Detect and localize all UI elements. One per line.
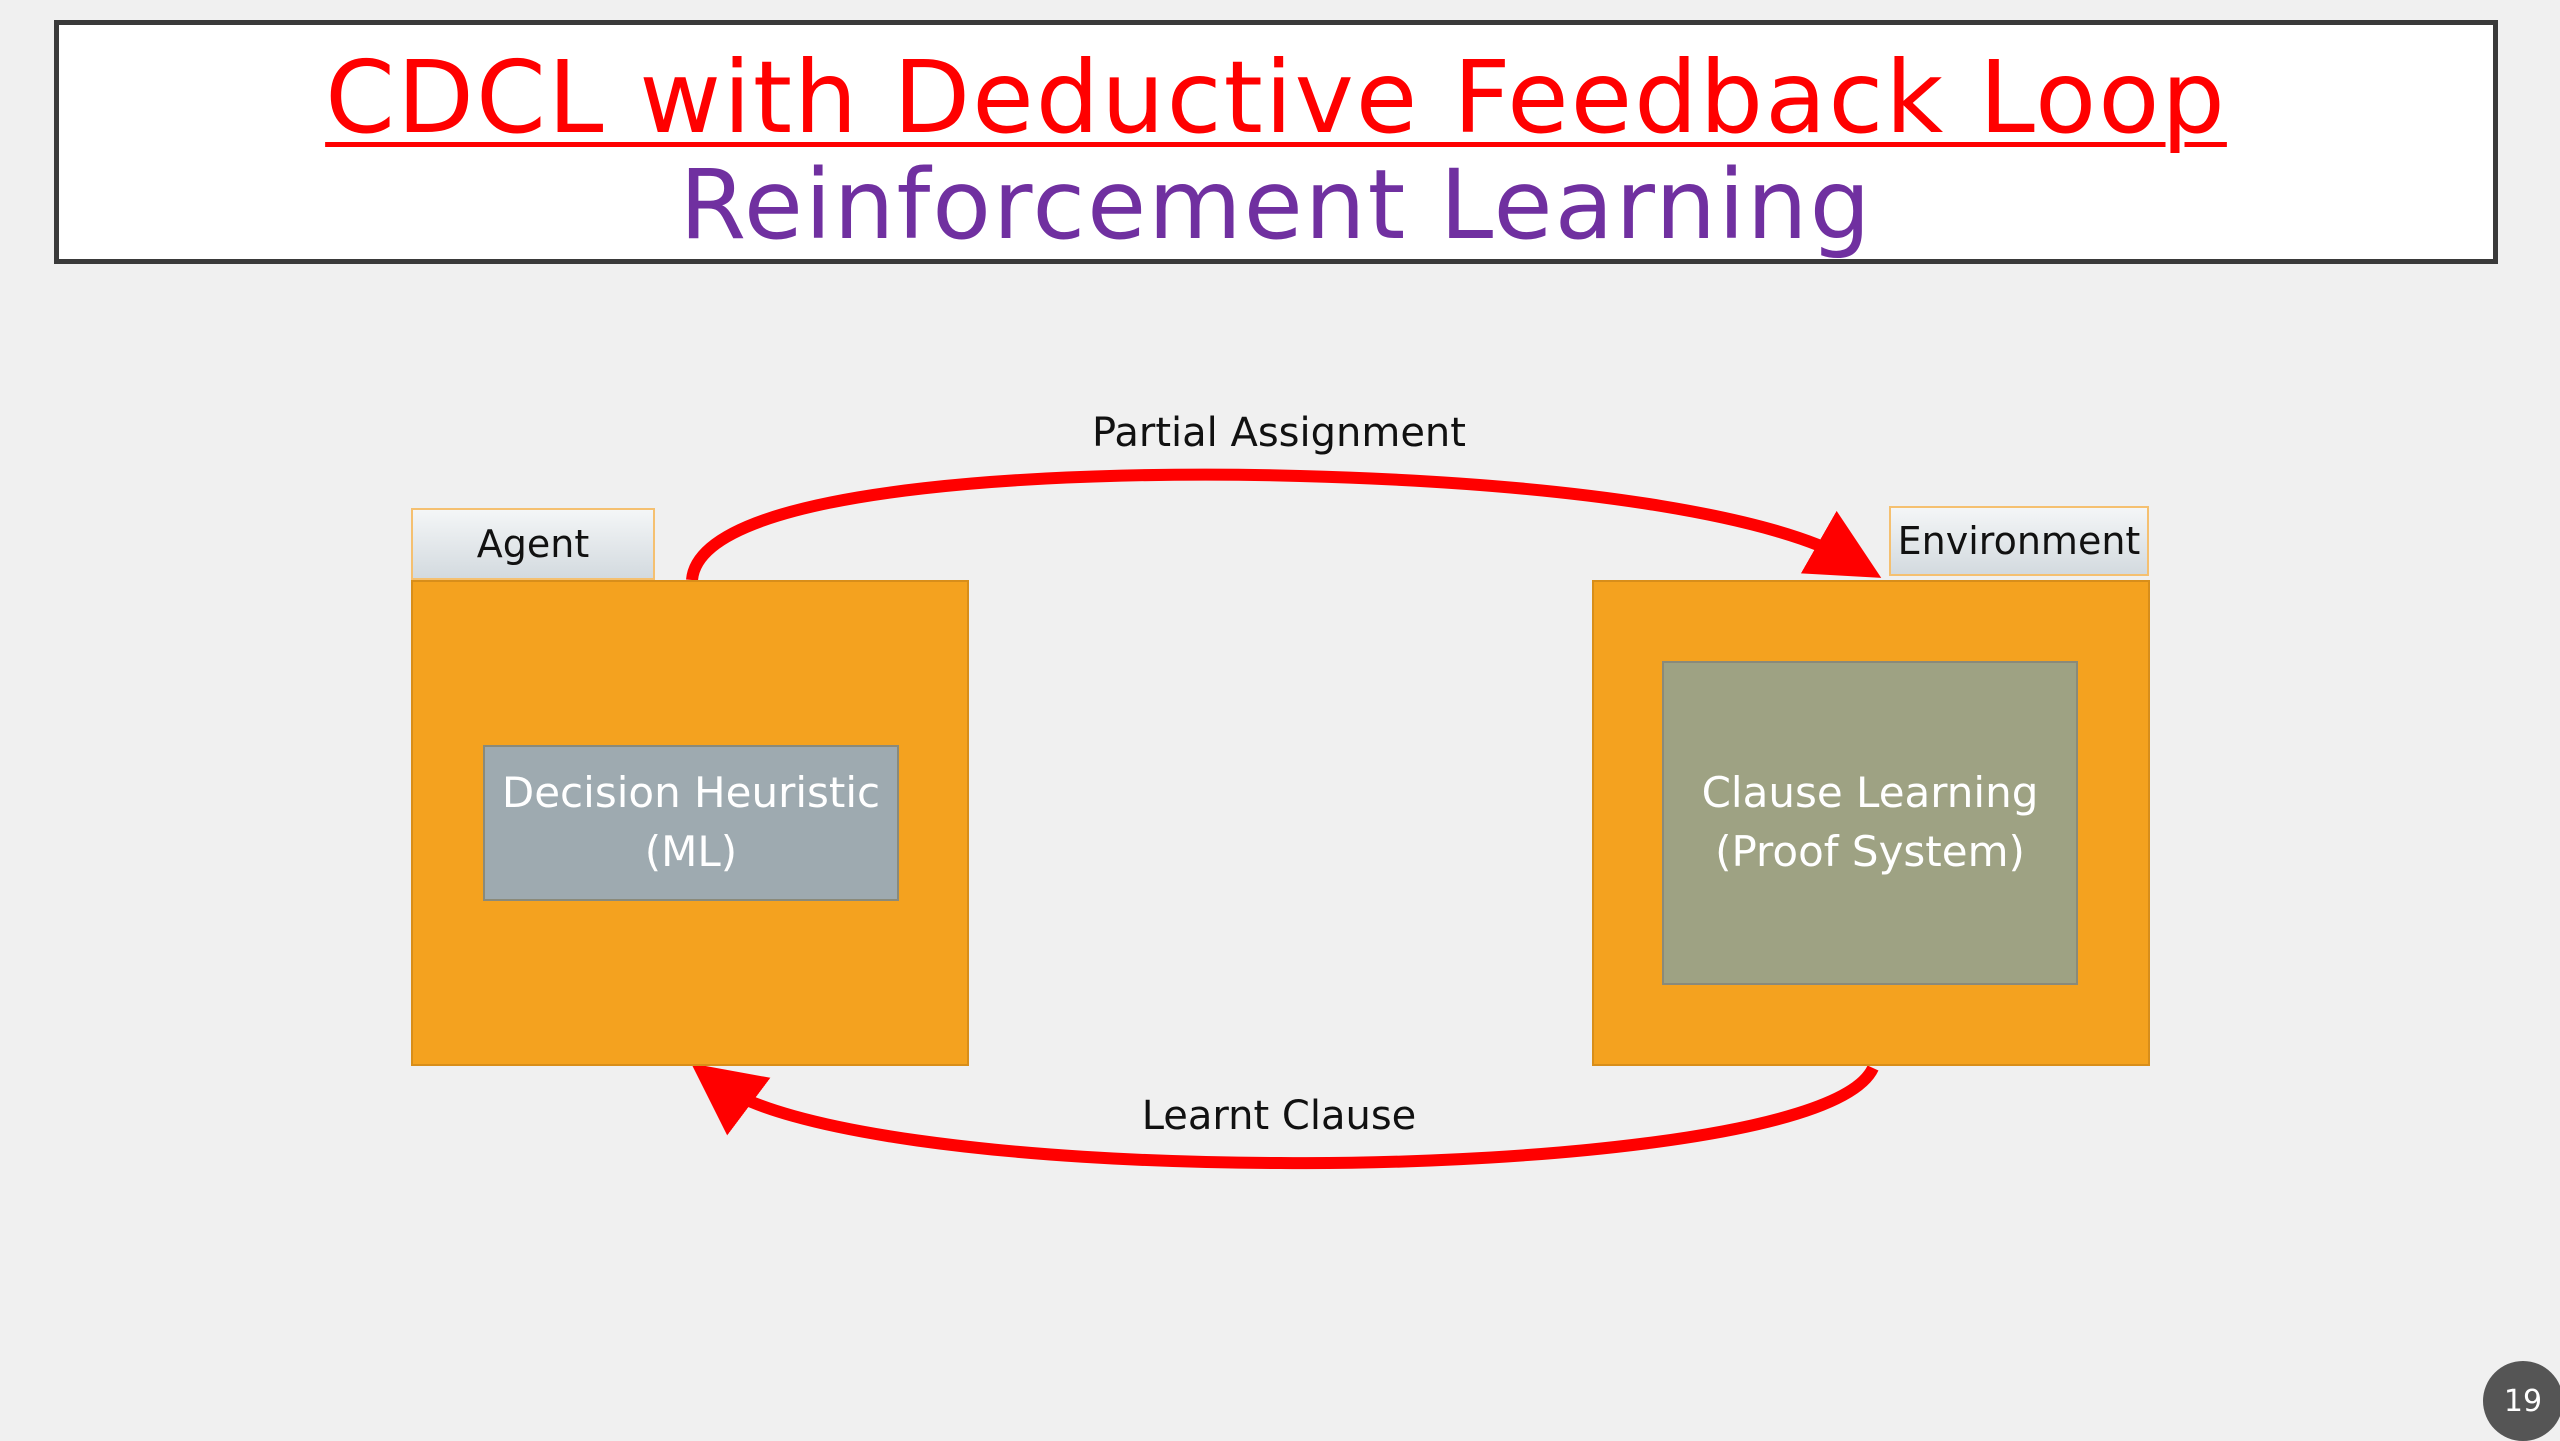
decision-heuristic-box: Decision Heuristic (ML)	[483, 745, 899, 901]
environment-tab: Environment	[1889, 506, 2149, 576]
slide-title: CDCL with Deductive Feedback Loop	[325, 39, 2227, 156]
learnt-clause-arrow	[691, 1063, 1879, 1170]
learnt-clause-label: Learnt Clause	[1141, 1093, 1417, 1139]
decision-heuristic-line1: Decision Heuristic	[501, 768, 881, 818]
decision-heuristic-line2: (ML)	[644, 827, 738, 876]
agent-tab: Agent	[411, 508, 655, 580]
slide-subtitle: Reinforcement Learning	[679, 149, 1873, 261]
clause-learning-line1: Clause Learning	[1701, 768, 2039, 818]
clause-learning-box: Clause Learning (Proof System)	[1662, 661, 2078, 985]
title-box: CDCL with Deductive Feedback Loop Reinfo…	[54, 20, 2498, 264]
partial-assignment-arrow	[686, 468, 1882, 582]
clause-learning-line2: (Proof System)	[1715, 827, 2025, 876]
partial-assignment-label: Partial Assignment	[1092, 410, 1466, 456]
page-number-badge: 19	[2483, 1361, 2560, 1441]
